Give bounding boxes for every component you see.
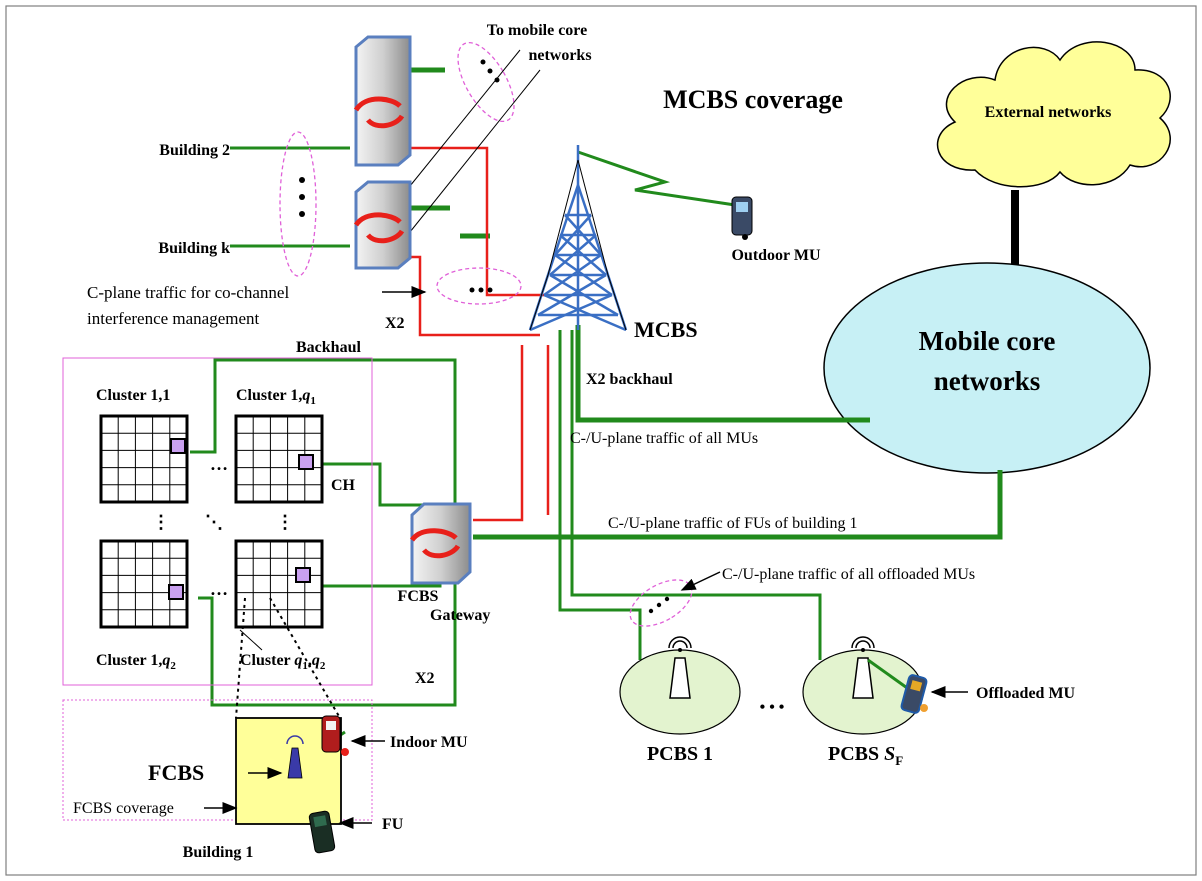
diagram-labels: To mobile core networks MCBS coverage Bu… — [73, 22, 1076, 861]
fcbs-coverage-label: FCBS coverage — [73, 800, 174, 817]
x2-top-label: X2 — [385, 315, 405, 332]
fcbs-gateway — [409, 502, 472, 585]
cluster-grid — [99, 414, 189, 504]
building1-box — [62, 699, 373, 821]
traffic-all-mus-label: C-/U-plane traffic of all MUs — [570, 430, 758, 447]
mcbs-label: MCBS — [634, 317, 698, 342]
cplane-label-2: interference management — [87, 309, 260, 328]
traffic-fus-label: C-/U-plane traffic of FUs of building 1 — [608, 515, 857, 532]
external-networks-label: External networks — [985, 104, 1112, 121]
offloaded-mu-phone-icon — [900, 674, 928, 714]
pcbs1-cell — [619, 636, 741, 735]
mcbs-tower-outline — [529, 159, 627, 331]
cluster-head-marker — [170, 438, 186, 454]
cluster-head-marker — [298, 454, 314, 470]
label-leader-lines — [239, 49, 541, 651]
fcbs-gateway-label-1: FCBS — [398, 588, 439, 605]
to-core-label-2: networks — [528, 47, 591, 64]
vdots-right: ⋮ — [276, 512, 294, 532]
mobile-core-networks: Mobile core networks — [823, 262, 1151, 474]
fu-phone-icon — [308, 810, 336, 854]
label-arrows — [204, 286, 968, 829]
x2-backhaul-label: X2 backhaul — [586, 371, 673, 388]
outdoor-mu-label: Outdoor MU — [731, 247, 820, 264]
offloaded-mu-label: Offloaded MU — [976, 685, 1076, 702]
x2-bottom-label: X2 — [415, 670, 435, 687]
green-backhaul-lines — [190, 67, 1003, 821]
cluster-grid — [234, 539, 324, 629]
ch-label: CH — [331, 477, 356, 494]
frame-border — [5, 5, 1197, 876]
cluster-head-marker — [295, 567, 311, 583]
ellipsis-dots — [299, 59, 670, 614]
pcbs1-label: PCBS 1 — [647, 743, 713, 765]
pcbs-dots: • • • — [760, 699, 785, 716]
mobile-core-label-1: Mobile core — [919, 326, 1056, 356]
red-x2-lines — [410, 146, 550, 522]
to-core-label-1: To mobile core — [487, 22, 587, 39]
building1-label: Building 1 — [183, 844, 254, 861]
cluster-grids — [99, 414, 324, 629]
pcbs-sf-cell — [802, 636, 924, 735]
gateway-buildingk — [353, 180, 412, 270]
outdoor-mu-phone-icon — [731, 196, 753, 240]
buildingk-label: Building k — [158, 240, 230, 257]
hdots-top: … — [210, 454, 228, 474]
backhaul-label: Backhaul — [296, 339, 361, 356]
cluster-1q2-label: Cluster 1,q2 — [96, 652, 176, 672]
zoom-line-left — [235, 597, 246, 719]
vdots-left: ⋮ — [152, 512, 170, 532]
pcbs-sf-label: PCBS SF — [828, 743, 903, 768]
cplane-label-1: C-plane traffic for co-channel — [87, 283, 289, 302]
building2-label: Building 2 — [159, 142, 230, 159]
fcbs-gateway-label-2: Gateway — [430, 607, 490, 624]
fcbs-label: FCBS — [148, 760, 204, 785]
fu-label: FU — [382, 816, 404, 833]
indoor-mu-label: Indoor MU — [390, 734, 468, 751]
zoom-line-right — [269, 597, 341, 719]
cluster-grid — [234, 414, 324, 504]
traffic-offloaded-label: C-/U-plane traffic of all offloaded MUs — [722, 566, 975, 583]
gateway-building2 — [353, 35, 412, 167]
mcbs-coverage-label: MCBS coverage — [663, 85, 843, 114]
hdots-bottom: … — [210, 579, 228, 599]
mcbs-tower — [528, 145, 628, 332]
ddots-middle: ⋱ — [205, 512, 223, 532]
mobile-core-label-2: networks — [934, 366, 1041, 396]
indoor-mu-phone-icon — [321, 715, 349, 756]
cluster-head-marker — [168, 584, 184, 600]
building-cluster-box — [62, 357, 373, 686]
cluster-11-label: Cluster 1,1 — [96, 387, 170, 404]
fcbs-antenna-icon — [286, 735, 304, 779]
cluster-q1q2-label: Cluster q1,q2 — [240, 652, 326, 672]
cluster-grid — [99, 539, 189, 629]
cluster-1q1-label: Cluster 1,q1 — [236, 387, 316, 407]
external-networks-cloud: External networks — [936, 41, 1171, 188]
